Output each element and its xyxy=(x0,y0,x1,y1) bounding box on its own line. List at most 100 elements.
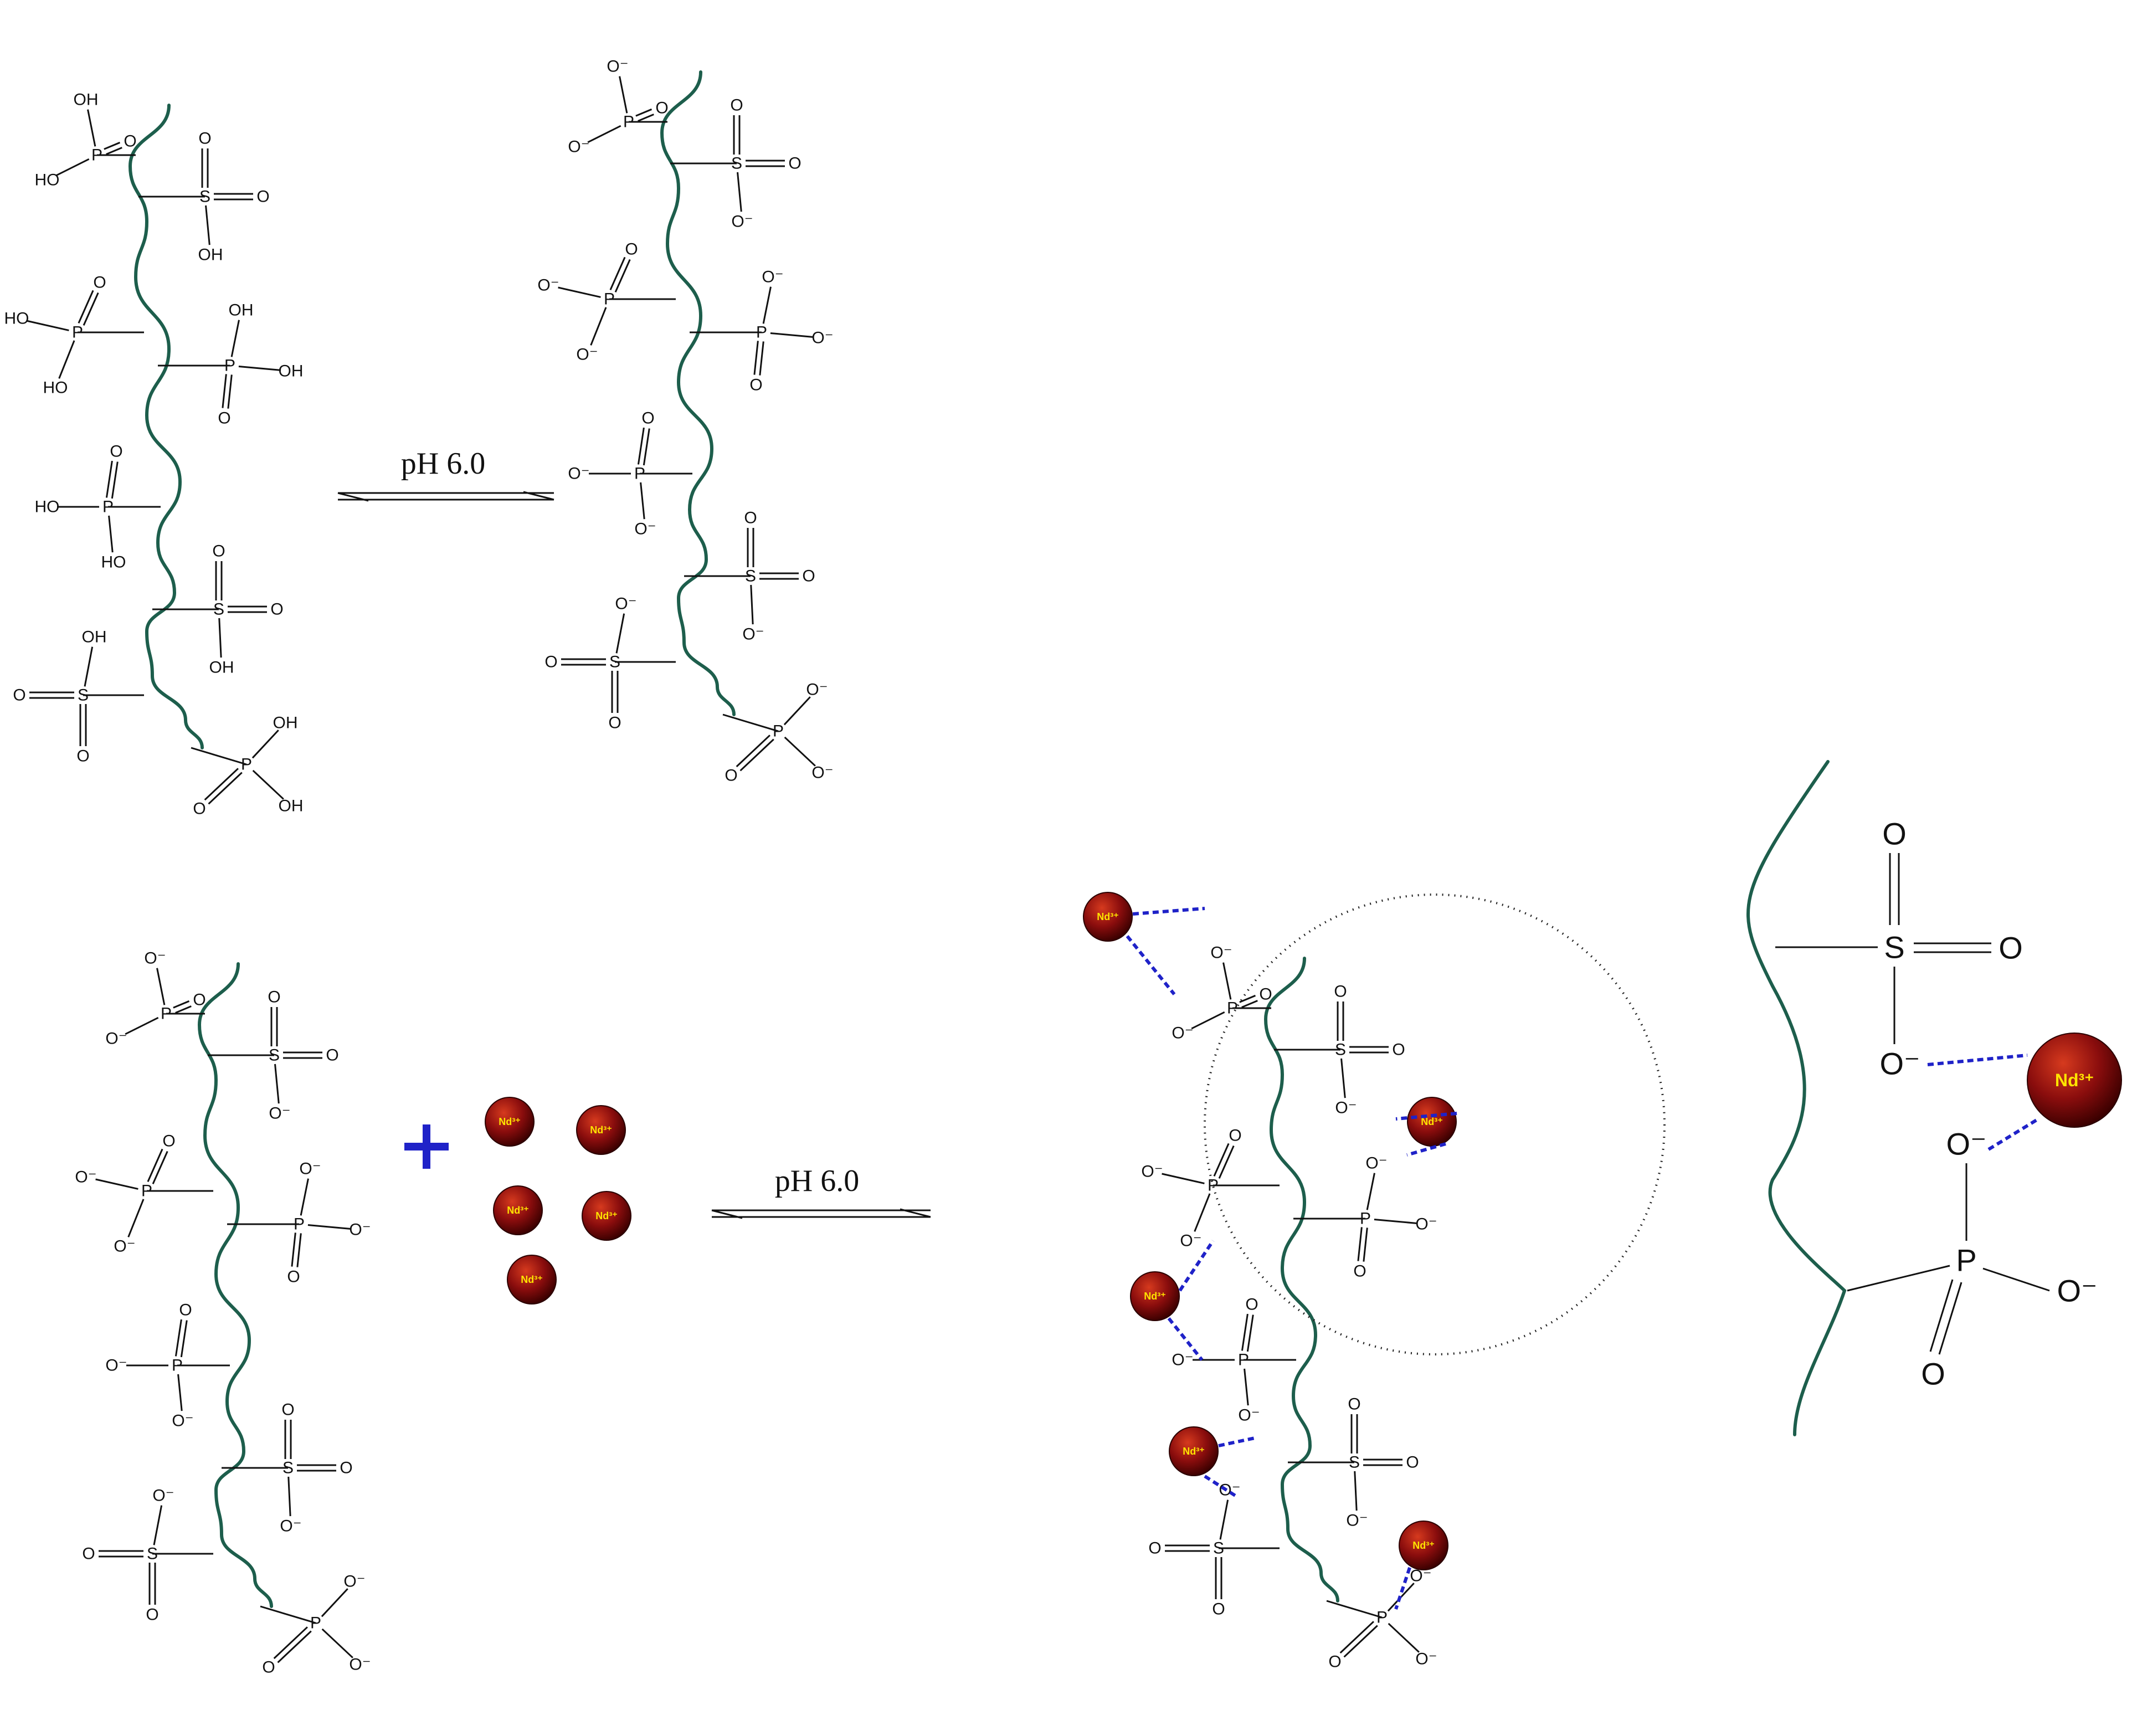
hydroxyl-group: OH xyxy=(209,659,234,677)
hydroxyl-group: O⁻ xyxy=(349,1221,371,1239)
polymer-backbone xyxy=(660,70,736,716)
oxygen-atom: O xyxy=(198,130,211,148)
oxygen-atom: O xyxy=(1882,816,1907,851)
phosphorus-atom: P xyxy=(1208,1177,1219,1195)
nd-ion-label: Nd³⁺ xyxy=(521,1274,543,1285)
nd-ion-sphere-icon: Nd³⁺ xyxy=(485,1097,535,1147)
nd-ion-sphere-icon: Nd³⁺ xyxy=(1407,1097,1457,1147)
hydroxyl-group: O⁻ xyxy=(731,213,753,231)
phosphorus-atom: P xyxy=(224,357,235,375)
hydroxyl-group: O⁻ xyxy=(343,1573,365,1591)
highlight-circle xyxy=(1204,893,1666,1355)
hydroxyl-group: O⁻ xyxy=(1415,1650,1437,1668)
phosphorus-atom: P xyxy=(773,722,784,741)
hydroxyl-group: O⁻ xyxy=(1365,1154,1387,1173)
oxygen-atom: O xyxy=(218,409,230,428)
oxygen-atom: O xyxy=(725,767,737,785)
hydroxyl-group: O⁻ xyxy=(568,465,589,483)
hydroxyl-group: O⁻ xyxy=(75,1168,96,1187)
oxygen-atom: O xyxy=(1348,1395,1360,1414)
phosphorus-atom: P xyxy=(172,1357,183,1375)
nd-ion-label: Nd³⁺ xyxy=(2055,1070,2094,1090)
hydroxyl-group: HO xyxy=(35,171,60,189)
polymer-backbone xyxy=(128,104,204,749)
oxygen-atom: O xyxy=(1148,1539,1161,1558)
oxygen-atom: O xyxy=(1353,1262,1366,1281)
hydroxyl-group: O⁻ xyxy=(349,1656,371,1674)
hydroxyl-group: O⁻ xyxy=(634,520,656,538)
oxygen-atom: O xyxy=(788,155,801,173)
oxygen-atom: O xyxy=(1328,1653,1341,1671)
nd-ion-label: Nd³⁺ xyxy=(1412,1540,1435,1551)
hydroxyl-group: O⁻ xyxy=(1172,1351,1193,1369)
hydroxyl-group: O⁻ xyxy=(615,595,636,613)
hydroxyl-group: O⁻ xyxy=(762,268,783,286)
hydroxyl-group: O⁻ xyxy=(1180,1232,1201,1250)
oxide-anion: O⁻ xyxy=(2057,1273,2097,1308)
phosphorus-atom: P xyxy=(294,1215,305,1234)
sulfur-atom: S xyxy=(269,1046,280,1065)
sulfur-atom: S xyxy=(147,1545,158,1563)
hydroxyl-group: O⁻ xyxy=(1141,1163,1163,1181)
oxygen-atom: O xyxy=(13,686,25,705)
phosphorus-atom: P xyxy=(310,1614,321,1632)
oxygen-atom: O xyxy=(326,1046,338,1065)
ph-condition-upper: pH 6.0 xyxy=(401,446,485,481)
oxygen-atom: O xyxy=(212,542,225,561)
phosphorus-atom: P xyxy=(604,290,615,309)
sulfur-atom: S xyxy=(1335,1041,1346,1059)
nd-ion-label: Nd³⁺ xyxy=(1421,1116,1443,1127)
oxygen-atom: O xyxy=(641,409,654,428)
nd-ion-sphere-icon: Nd³⁺ xyxy=(1399,1521,1448,1570)
free-nd-ions: Nd³⁺ Nd³⁺ Nd³⁺ Nd³⁺ Nd³⁺ xyxy=(485,1097,631,1304)
nd-ion-label: Nd³⁺ xyxy=(1097,911,1119,922)
oxygen-atom: O xyxy=(340,1459,352,1477)
oxygen-atom: O xyxy=(749,376,762,394)
polymer-backbone xyxy=(1263,957,1339,1603)
hydroxyl-group: O⁻ xyxy=(742,625,764,644)
hydroxyl-group: O⁻ xyxy=(811,329,833,347)
phosphorus-atom: P xyxy=(1227,999,1238,1018)
oxygen-atom: O xyxy=(1245,1296,1258,1314)
hydroxyl-group: O⁻ xyxy=(537,276,559,295)
sulfur-atom: S xyxy=(745,567,756,585)
hydroxyl-group: HO xyxy=(43,379,68,397)
hydroxyl-group: OH xyxy=(229,301,254,320)
sulfur-atom: S xyxy=(1213,1539,1224,1558)
oxygen-atom: O xyxy=(110,443,122,461)
oxygen-atom: O xyxy=(93,274,106,292)
hydroxyl-group: O⁻ xyxy=(607,58,628,76)
interaction-dash xyxy=(1132,907,1205,916)
nd-ion-sphere-icon: Nd³⁺ xyxy=(576,1105,626,1155)
hydroxyl-group: O⁻ xyxy=(172,1412,193,1430)
nd-ion-label: Nd³⁺ xyxy=(507,1205,529,1216)
oxygen-atom: O xyxy=(270,600,283,619)
hydroxyl-group: O⁻ xyxy=(114,1237,135,1256)
oxygen-atom: O xyxy=(262,1658,275,1677)
nd-ion-label: Nd³⁺ xyxy=(590,1124,612,1136)
hydroxyl-group: OH xyxy=(279,797,304,815)
plus-icon xyxy=(404,1124,449,1169)
phosphorus-atom: P xyxy=(634,465,645,483)
sulfur-atom: S xyxy=(213,600,224,619)
interaction-dash xyxy=(1167,1317,1204,1361)
phosphorus-atom: P xyxy=(1360,1210,1371,1228)
nd-ion-sphere-icon: Nd³⁺ xyxy=(582,1191,631,1241)
phosphorus-atom: P xyxy=(141,1182,152,1200)
sulfur-atom: S xyxy=(1349,1453,1360,1472)
bond xyxy=(1326,1600,1383,1619)
phosphorus-atom: P xyxy=(91,146,102,165)
hydroxyl-group: O⁻ xyxy=(1219,1481,1240,1499)
hydroxyl-group: O⁻ xyxy=(269,1105,290,1123)
oxygen-atom: O xyxy=(1921,1357,1945,1391)
oxygen-atom: O xyxy=(76,747,89,766)
interaction-dash xyxy=(1218,1436,1258,1447)
hydroxyl-group: O⁻ xyxy=(1210,944,1232,962)
hydroxyl-group: O⁻ xyxy=(576,346,598,364)
oxygen-atom: O xyxy=(744,509,757,527)
hydroxyl-group: O⁻ xyxy=(144,949,166,968)
